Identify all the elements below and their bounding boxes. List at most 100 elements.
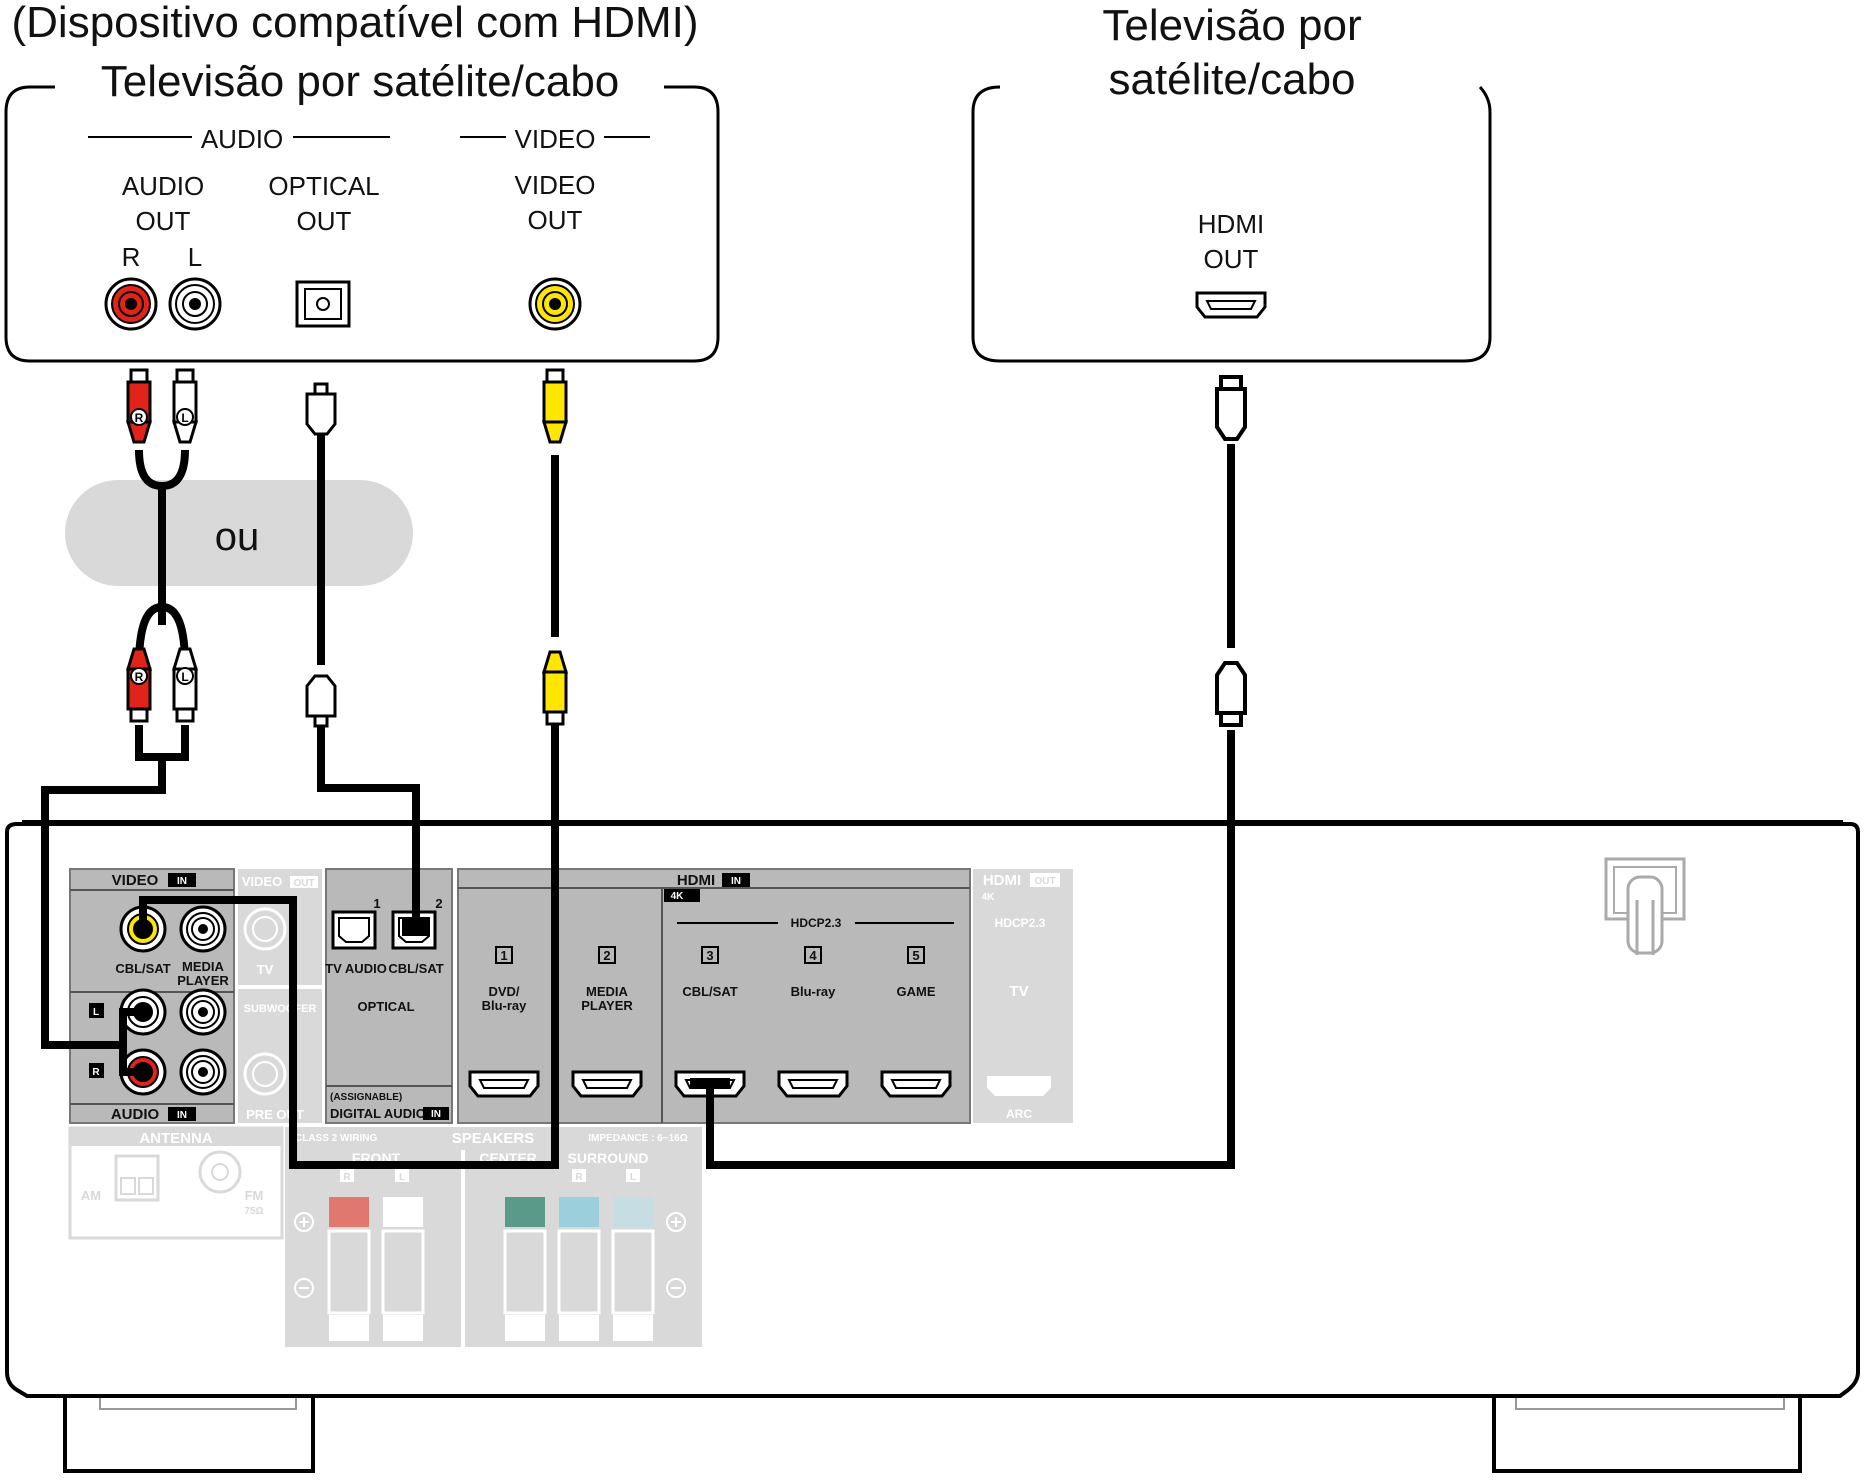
hdmi-out-port [1195, 291, 1267, 319]
alternative-label: ou [215, 515, 260, 559]
tv-heading-line2: satélite/cabo [1108, 55, 1355, 104]
optical-plug-bottom [305, 674, 337, 728]
hdmi-in-port-5-label: GAME [897, 984, 936, 999]
video-out-jack [528, 277, 582, 331]
subwoofer-label: SUBWOOFER [244, 1003, 317, 1015]
hdmi-out-arc-label: ARC [1006, 1107, 1032, 1121]
hdmi-plug-bottom [1215, 661, 1247, 727]
video-in-badge: IN [177, 876, 187, 887]
rca-plug-r-top-label: R [135, 411, 144, 425]
optical-num-2: 2 [435, 896, 442, 911]
rca-plug-r-bottom-label: R [135, 670, 144, 684]
hdmi-in-port-5-num: 5 [912, 948, 919, 963]
hdmi-in-4k-tag: 4K [671, 891, 685, 902]
jack-r-label: R [122, 242, 141, 272]
jack-l-label: L [188, 242, 202, 272]
hdmi-out-label-2: OUT [1204, 244, 1259, 274]
video-out-pre-out-block: VIDEO OUT TV SUBWOOFER PRE OUT [238, 869, 322, 1123]
tv-heading-line1: Televisão por [1102, 1, 1361, 50]
audio-in-media-player-r-jack [179, 1048, 227, 1096]
hdmi-out-block: HDMI OUT 4K HDCP2.3 TV ARC [973, 869, 1073, 1123]
video-out-title: VIDEO [242, 874, 282, 889]
hdmi-in-port-1-label-2: Blu-ray [482, 998, 528, 1013]
speakers-title: SPEAKERS [452, 1130, 535, 1147]
antenna-fm-ohm: 75Ω [244, 1206, 263, 1217]
source-device-hdmi-compatible: (Dispositivo compatível com HDMI) Televi… [4, 0, 720, 363]
speakers-impedance: IMPEDANCE : 6~16Ω [588, 1133, 687, 1144]
hdmi-in-badge: IN [731, 876, 741, 887]
rca-plug-l-bottom-label: L [181, 670, 188, 684]
rca-plug-r-top: R [126, 368, 152, 444]
speakers-surround-l: L [630, 1172, 636, 1183]
antenna-block: ANTENNA AM FM 75Ω [68, 1126, 284, 1240]
hdmi-in-port-1-num: 1 [500, 948, 507, 963]
antenna-fm-label: FM [245, 1188, 264, 1203]
video-cable [139, 455, 559, 1169]
hdmi-in-port-2: 2 MEDIA PLAYER [571, 946, 643, 1098]
source-heading-line2: Televisão por satélite/cabo [101, 57, 620, 106]
audio-group-label: AUDIO [201, 124, 283, 154]
video-out-label-1: VIDEO [515, 170, 596, 200]
hdmi-in-port-4: 4 Blu-ray [777, 946, 849, 1098]
optical-in-block: 1 2 TV AUDIO CBL/SAT OPTICAL (ASSIGNABLE… [325, 868, 453, 1124]
hdmi-out-hdcp: HDCP2.3 [995, 916, 1046, 930]
speakers-surround-r: R [575, 1172, 583, 1183]
video-out-label-2: OUT [528, 205, 583, 235]
video-in-media-player-jack [179, 905, 227, 953]
optical-name: OPTICAL [357, 999, 414, 1014]
hdmi-in-port-2-label-2: PLAYER [581, 998, 633, 1013]
alternative-pill: ou [65, 480, 413, 586]
hdmi-out-badge: OUT [1034, 876, 1055, 887]
speaker-terminals [327, 1197, 655, 1341]
video-in-jack2-label-1: MEDIA [182, 959, 225, 974]
hdmi-plug-top [1215, 375, 1247, 441]
hdmi-in-port-3-num: 3 [706, 948, 713, 963]
inserted-connectors [133, 918, 730, 1088]
speakers-block: CLASS 2 WIRING SPEAKERS IMPEDANCE : 6~16… [285, 1127, 702, 1347]
hdmi-in-port-2-label-1: MEDIA [586, 984, 629, 999]
hdmi-out-title: HDMI [983, 872, 1021, 889]
optical-assignable: (ASSIGNABLE) [330, 1092, 402, 1103]
optical-out-jack [295, 280, 351, 328]
audio-in-badge: IN [177, 1110, 187, 1121]
video-plug-top [542, 368, 568, 444]
antenna-am-label: AM [81, 1188, 101, 1203]
hdmi-out-tv-label: TV [1009, 983, 1028, 1000]
source-heading-line1: (Dispositivo compatível com HDMI) [11, 0, 698, 47]
optical-out-label-1: OPTICAL [268, 171, 379, 201]
optical-badge: IN [431, 1109, 441, 1120]
audio-out-label-1: AUDIO [122, 171, 204, 201]
hdmi-in-port-4-label: Blu-ray [791, 984, 837, 999]
video-out-badge: OUT [293, 878, 314, 889]
optical-out-label-2: OUT [297, 206, 352, 236]
speakers-wiring: CLASS 2 WIRING [295, 1133, 377, 1144]
optical-tv-audio-jack [331, 910, 377, 950]
video-in-jack2-label-2: PLAYER [177, 973, 229, 988]
speakers-front-l: L [399, 1172, 405, 1183]
video-out-tv-label: TV [257, 962, 274, 977]
audio-cable [41, 449, 189, 1076]
hdmi-in-port-4-num: 4 [809, 948, 817, 963]
audio-out-r-jack [104, 277, 158, 331]
antenna-title: ANTENNA [139, 1130, 212, 1147]
speakers-front-r: R [343, 1172, 351, 1183]
audio-in-title: AUDIO [111, 1106, 160, 1123]
video-group-label: VIDEO [515, 124, 596, 154]
audio-in-media-player-l-jack [179, 988, 227, 1036]
rca-plug-l-top-label: L [181, 411, 188, 425]
hdmi-in-port-1-label-1: DVD/ [488, 984, 519, 999]
hdmi-in-port-3: 3 CBL/SAT [674, 946, 746, 1098]
rca-plug-l-top: L [172, 368, 198, 444]
optical-num-1: 1 [373, 896, 380, 911]
speakers-surround: SURROUND [568, 1150, 649, 1166]
audio-out-l-jack [168, 277, 222, 331]
hdmi-in-port-1: 1 DVD/ Blu-ray [468, 946, 540, 1098]
video-in-title: VIDEO [112, 872, 159, 889]
cables [41, 420, 1235, 1169]
hdmi-in-port-2-num: 2 [603, 948, 610, 963]
optical-label-2: CBL/SAT [388, 961, 443, 976]
hdmi-out-4k-tag: 4K [982, 892, 996, 903]
optical-cable [317, 420, 420, 930]
video-in-jack1-label: CBL/SAT [115, 961, 170, 976]
